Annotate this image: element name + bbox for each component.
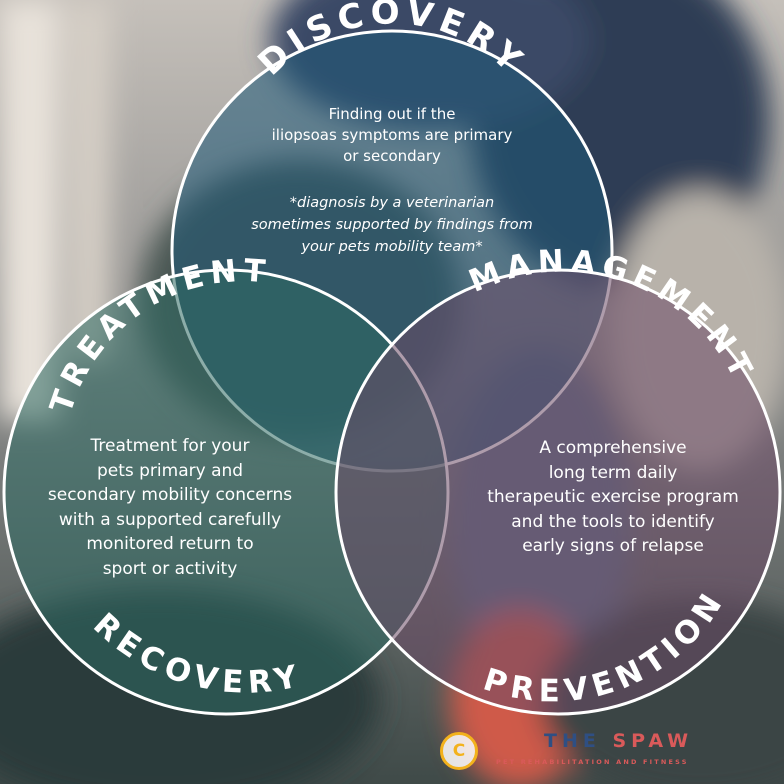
logo-name-the: THE (544, 730, 613, 752)
logo-tagline: PET REHABILITATION AND FITNESS (496, 758, 689, 766)
management-line: A comprehensive (539, 438, 687, 458)
discovery-line: or secondary (343, 147, 441, 165)
management-description: A comprehensive long term daily therapeu… (458, 436, 768, 559)
discovery-note-line: sometimes supported by findings from (251, 217, 533, 233)
treatment-line: pets primary and (96, 460, 244, 481)
management-circle (334, 268, 782, 716)
logo-name-spaw: SPAW (612, 730, 694, 752)
logo-badge-letter: C (452, 741, 466, 761)
management-line: therapeutic exercise program (487, 487, 739, 507)
discovery-note-line: your pets mobility team* (301, 239, 483, 255)
treatment-line: secondary mobility concerns (47, 485, 293, 505)
discovery-note-line: *diagnosis by a veterinarian (289, 195, 495, 211)
treatment-line: Treatment for your (90, 436, 250, 456)
discovery-line: iliopsoas symptoms are primary (271, 126, 513, 144)
discovery-description: Finding out if the iliopsoas symptoms ar… (232, 104, 552, 167)
treatment-description: Treatment for your pets primary and seco… (20, 434, 320, 581)
treatment-line: monitored return to (86, 534, 254, 554)
discovery-line: Finding out if the (328, 105, 456, 123)
management-line: long term daily (548, 462, 678, 483)
treatment-line: with a supported carefully (58, 509, 282, 530)
management-line: and the tools to identify (511, 511, 715, 532)
treatment-line: sport or activity (102, 558, 238, 579)
logo-badge-icon: C (440, 732, 478, 770)
discovery-note: *diagnosis by a veterinarian sometimes s… (222, 192, 562, 258)
logo-name: THE SPAW (544, 730, 693, 752)
management-line: early signs of relapse (522, 536, 704, 556)
the-spaw-logo: C THE SPAW PET REHABILITATION AND FITNES… (440, 730, 740, 780)
